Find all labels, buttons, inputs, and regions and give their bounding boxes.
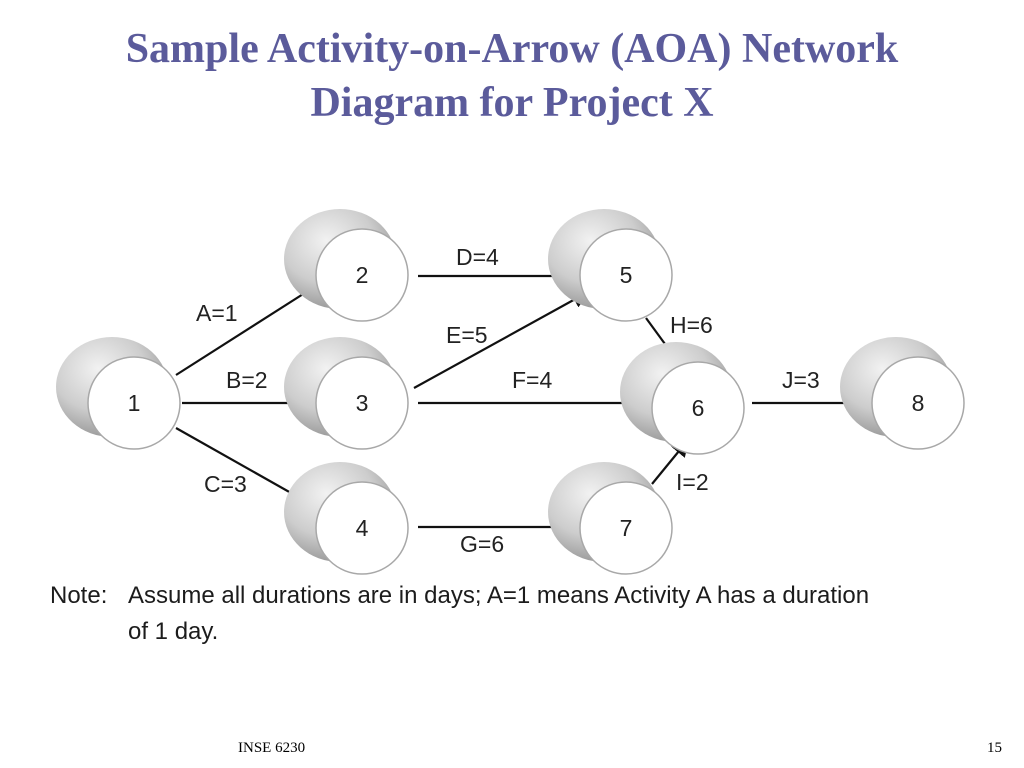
- node-5: 5: [548, 209, 673, 322]
- node-1: 1: [56, 337, 181, 450]
- edge-c-label: C=3: [204, 471, 247, 497]
- edge-e-label: E=5: [446, 322, 488, 348]
- edge-f-label: F=4: [512, 367, 552, 393]
- node-4: 4: [284, 462, 409, 575]
- note-text-block: Note: Assume all durations are in days; A…: [50, 578, 910, 650]
- slide-title: Sample Activity-on-Arrow (AOA) Network D…: [0, 22, 1024, 130]
- edge-g-label: G=6: [460, 531, 504, 557]
- edge-a-line: [175, 281, 324, 376]
- edge-b-label: B=2: [226, 367, 268, 393]
- node-8: 8: [840, 337, 965, 450]
- footer-course-code: INSE 6230: [238, 740, 306, 756]
- node-6-label: 6: [692, 395, 705, 421]
- node-5-label: 5: [620, 262, 633, 288]
- edge-j-label: J=3: [782, 367, 820, 393]
- node-1-label: 1: [128, 390, 141, 416]
- edge-a-label: A=1: [196, 300, 238, 326]
- note-prefix: Note:: [50, 582, 108, 609]
- note-body: Assume all durations are in days; A=1 me…: [128, 582, 870, 645]
- node-2-label: 2: [356, 262, 369, 288]
- node-7-label: 7: [620, 515, 633, 541]
- node-3-label: 3: [356, 390, 369, 416]
- node-3: 3: [284, 337, 409, 450]
- edge-e-line: [413, 291, 590, 389]
- page-number: 15: [987, 740, 1002, 756]
- slide-title-line-2: Diagram for Project X: [310, 80, 714, 126]
- edge-d-label: D=4: [456, 244, 499, 270]
- slide-title-line-1: Sample Activity-on-Arrow (AOA) Network: [125, 26, 899, 72]
- node-4-label: 4: [356, 515, 369, 541]
- edge-h-label: H=6: [670, 312, 713, 338]
- node-6: 6: [620, 342, 745, 455]
- node-2: 2: [284, 209, 409, 322]
- node-7: 7: [548, 462, 673, 575]
- edge-i-label: I=2: [676, 469, 709, 495]
- node-8-label: 8: [912, 390, 925, 416]
